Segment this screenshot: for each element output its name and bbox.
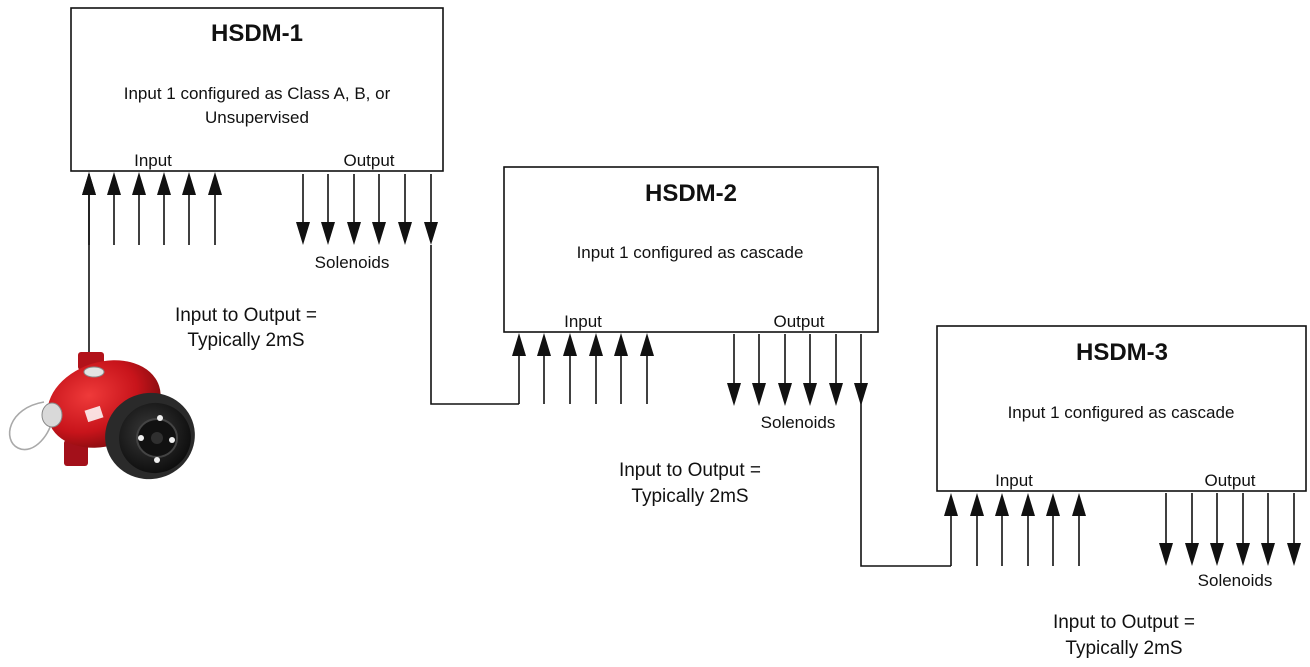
input-arrow — [132, 172, 146, 245]
output-arrow — [727, 334, 741, 406]
module-description-line-1: Input 1 configured as cascade — [1008, 403, 1235, 422]
solenoids-label: Solenoids — [761, 413, 836, 432]
input-arrow — [157, 172, 171, 245]
module-hsdm-1: HSDM-1 Input 1 configured as Class A, B,… — [70, 7, 444, 351]
module-box — [503, 166, 879, 333]
input-arrow — [970, 493, 984, 566]
output-label: Output — [773, 312, 824, 331]
cascade-wire-2-to-3 — [860, 385, 951, 567]
input-arrows — [512, 333, 654, 404]
timing-note-line-1: Input to Output = — [175, 305, 317, 326]
input-arrow — [640, 333, 654, 404]
output-arrow — [398, 174, 412, 245]
output-arrow — [424, 174, 438, 245]
input-arrow — [107, 172, 121, 245]
output-arrows — [727, 334, 868, 406]
output-arrow — [803, 334, 817, 406]
input-label: Input — [995, 471, 1033, 490]
output-arrow — [296, 174, 310, 245]
module-hsdm-2: HSDM-2 Input 1 configured as cascade Inp… — [503, 166, 879, 507]
input-arrow — [563, 333, 577, 404]
module-hsdm-3: HSDM-3 Input 1 configured as cascade Inp… — [936, 325, 1307, 659]
output-arrow — [1210, 493, 1224, 566]
output-arrow — [1159, 493, 1173, 566]
output-arrows — [1159, 493, 1301, 566]
module-description-line-1: Input 1 configured as Class A, B, or — [124, 84, 391, 103]
module-description-line-2: Unsupervised — [205, 108, 309, 127]
output-arrow — [1236, 493, 1250, 566]
output-arrow — [372, 174, 386, 245]
input-arrows — [944, 493, 1086, 566]
module-box — [70, 7, 444, 172]
output-label: Output — [343, 151, 394, 170]
input-arrow — [995, 493, 1009, 566]
cascade-wire-1-to-2 — [430, 245, 519, 405]
timing-note-line-2: Typically 2mS — [187, 330, 304, 351]
input-arrow — [944, 493, 958, 566]
input-arrow — [182, 172, 196, 245]
module-description-line-1: Input 1 configured as cascade — [577, 243, 804, 262]
output-arrow — [829, 334, 843, 406]
detector-signal-wire — [82, 172, 96, 352]
input-arrow — [537, 333, 551, 404]
input-arrow — [512, 333, 526, 404]
output-arrow — [1287, 493, 1301, 566]
timing-note-line-2: Typically 2mS — [1065, 638, 1182, 659]
module-title: HSDM-2 — [645, 180, 737, 207]
input-label: Input — [134, 151, 172, 170]
output-arrow — [347, 174, 361, 245]
timing-note-line-1: Input to Output = — [619, 460, 761, 481]
input-arrow — [614, 333, 628, 404]
flame-detector-icon — [8, 352, 195, 480]
module-title: HSDM-3 — [1076, 339, 1168, 366]
solenoids-label: Solenoids — [1198, 571, 1273, 590]
solenoids-label: Solenoids — [315, 253, 390, 272]
output-arrows — [296, 174, 438, 245]
output-label: Output — [1204, 471, 1255, 490]
input-arrow — [208, 172, 222, 245]
output-arrow — [752, 334, 766, 406]
input-arrow — [1046, 493, 1060, 566]
input-arrow — [1072, 493, 1086, 566]
module-title: HSDM-1 — [211, 20, 303, 47]
input-arrow — [1021, 493, 1035, 566]
input-label: Input — [564, 312, 602, 331]
input-arrow — [589, 333, 603, 404]
output-arrow — [778, 334, 792, 406]
output-arrow — [1185, 493, 1199, 566]
module-box — [936, 325, 1307, 492]
input-arrows — [82, 172, 222, 245]
timing-note-line-1: Input to Output = — [1053, 612, 1195, 633]
output-arrow — [1261, 493, 1275, 566]
output-arrow — [321, 174, 335, 245]
timing-note-line-2: Typically 2mS — [631, 486, 748, 507]
